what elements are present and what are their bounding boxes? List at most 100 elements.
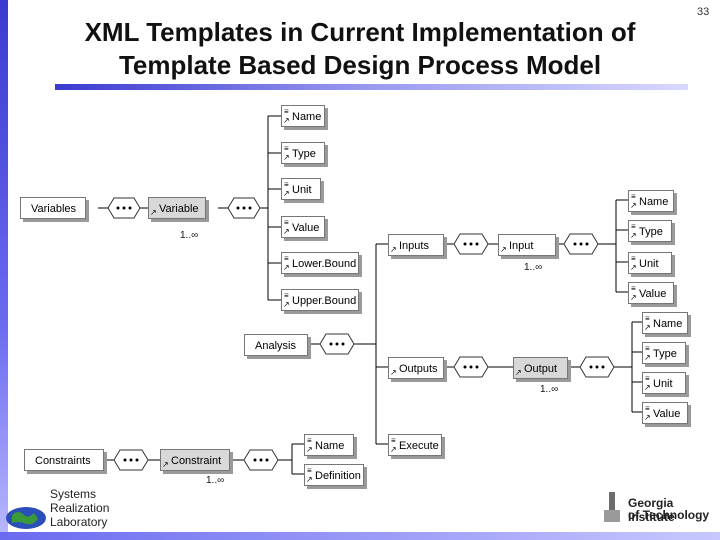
node-label: Unit <box>639 258 659 270</box>
output-child-name[interactable]: ≡↗Name <box>642 312 688 334</box>
element-marker-icon: ≡ <box>645 314 650 323</box>
node-label: Definition <box>315 470 361 482</box>
link-arrow-icon: ↗ <box>150 208 157 217</box>
left-accent-band <box>0 0 8 540</box>
node-label: Value <box>653 408 681 420</box>
xml-schema-diagram: Variables ↗Variable 1..∞ ≡↗Name ≡↗Type ≡… <box>8 94 712 524</box>
element-marker-icon: ≡ <box>645 344 650 353</box>
globe-logo-icon <box>6 507 46 529</box>
link-arrow-icon: ↗ <box>306 475 313 484</box>
element-marker-icon: ≡ <box>284 291 289 300</box>
element-marker-icon: ≡ <box>631 192 636 201</box>
lab-line-2: Realization <box>50 501 110 515</box>
output-child-unit[interactable]: ≡↗Unit <box>642 372 686 394</box>
link-arrow-icon: ↗ <box>283 227 290 236</box>
var-child-unit[interactable]: ≡↗Unit <box>281 178 321 200</box>
node-label: Unit <box>653 378 673 390</box>
variable-cardinality: 1..∞ <box>180 230 199 241</box>
input-child-type[interactable]: ≡↗Type <box>628 220 672 242</box>
constraint-child-name[interactable]: ≡↗Name <box>304 434 354 456</box>
element-marker-icon: ≡ <box>284 180 289 189</box>
node-label: Upper.Bound <box>292 295 357 307</box>
node-label: Value <box>292 222 320 234</box>
link-arrow-icon: ↗ <box>390 245 397 254</box>
element-marker-icon: ≡ <box>645 374 650 383</box>
var-child-name[interactable]: ≡↗Name <box>281 105 325 127</box>
node-label: Analysis <box>255 340 296 352</box>
link-arrow-icon: ↗ <box>283 153 290 162</box>
element-marker-icon: ≡ <box>645 404 650 413</box>
element-marker-icon: ≡ <box>307 436 312 445</box>
link-arrow-icon: ↗ <box>630 201 637 210</box>
input-cardinality: 1..∞ <box>524 262 543 273</box>
node-label: Outputs <box>399 363 438 375</box>
node-label: Name <box>292 111 322 123</box>
output-child-type[interactable]: ≡↗Type <box>642 342 686 364</box>
node-label: Type <box>653 348 677 360</box>
link-arrow-icon: ↗ <box>283 189 290 198</box>
node-constraints[interactable]: Constraints <box>24 449 104 471</box>
link-arrow-icon: ↗ <box>500 245 507 254</box>
node-label: Name <box>653 318 683 330</box>
node-label: Type <box>639 226 663 238</box>
link-arrow-icon: ↗ <box>283 300 290 309</box>
page-number: 33 <box>697 6 710 18</box>
title-line-1: XML Templates in Current Implementation … <box>84 17 636 47</box>
element-marker-icon: ≡ <box>284 107 289 116</box>
link-arrow-icon: ↗ <box>644 383 651 392</box>
node-constraint[interactable]: ↗Constraint <box>160 449 230 471</box>
constraint-child-definition[interactable]: ≡↗Definition <box>304 464 364 486</box>
node-outputs[interactable]: ↗Outputs <box>388 357 444 379</box>
node-label: Type <box>292 148 316 160</box>
title-underline <box>55 84 688 90</box>
slide-title: XML Templates in Current Implementation … <box>40 16 680 82</box>
node-input[interactable]: ↗Input <box>498 234 556 256</box>
node-output[interactable]: ↗Output <box>513 357 568 379</box>
element-marker-icon: ≡ <box>631 254 636 263</box>
input-child-name[interactable]: ≡↗Name <box>628 190 674 212</box>
output-cardinality: 1..∞ <box>540 384 559 395</box>
element-marker-icon: ≡ <box>391 436 396 445</box>
node-variables[interactable]: Variables <box>20 197 86 219</box>
var-child-value[interactable]: ≡↗Value <box>281 216 325 238</box>
input-child-unit[interactable]: ≡↗Unit <box>628 252 672 274</box>
link-arrow-icon: ↗ <box>390 368 397 377</box>
var-child-lower-bound[interactable]: ≡↗Lower.Bound <box>281 252 359 274</box>
var-child-type[interactable]: ≡↗Type <box>281 142 325 164</box>
node-execute[interactable]: ≡↗Execute <box>388 434 442 456</box>
link-arrow-icon: ↗ <box>162 460 169 469</box>
node-label: Name <box>315 440 345 452</box>
node-label: Inputs <box>399 240 429 252</box>
node-variable[interactable]: ↗Variable <box>148 197 206 219</box>
constraint-cardinality: 1..∞ <box>206 475 225 486</box>
node-label: Variables <box>31 203 77 215</box>
link-arrow-icon: ↗ <box>283 263 290 272</box>
element-marker-icon: ≡ <box>284 144 289 153</box>
gt-line-2: of Technology <box>628 508 710 522</box>
tower-icon <box>604 492 620 522</box>
node-label: Input <box>509 240 534 252</box>
output-child-value[interactable]: ≡↗Value <box>642 402 688 424</box>
node-label: Unit <box>292 184 312 196</box>
gt-line-1: Georgia Institute <box>628 496 675 524</box>
input-child-value[interactable]: ≡↗Value <box>628 282 674 304</box>
link-arrow-icon: ↗ <box>390 445 397 454</box>
link-arrow-icon: ↗ <box>515 368 522 377</box>
node-label: Execute <box>399 440 439 452</box>
bottom-accent-band <box>0 532 720 540</box>
var-child-upper-bound[interactable]: ≡↗Upper.Bound <box>281 289 359 311</box>
node-label: Variable <box>159 203 199 215</box>
link-arrow-icon: ↗ <box>644 413 651 422</box>
element-marker-icon: ≡ <box>284 254 289 263</box>
node-label: Name <box>639 196 669 208</box>
lab-line-1: Systems <box>50 487 97 501</box>
element-marker-icon: ≡ <box>284 218 289 227</box>
node-inputs[interactable]: ↗Inputs <box>388 234 444 256</box>
connector-lines <box>98 115 642 475</box>
node-label: Output <box>524 363 558 375</box>
element-marker-icon: ≡ <box>631 284 636 293</box>
node-label: Value <box>639 288 667 300</box>
element-marker-icon: ≡ <box>307 466 312 475</box>
node-analysis[interactable]: Analysis <box>244 334 308 356</box>
element-marker-icon: ≡ <box>631 222 636 231</box>
